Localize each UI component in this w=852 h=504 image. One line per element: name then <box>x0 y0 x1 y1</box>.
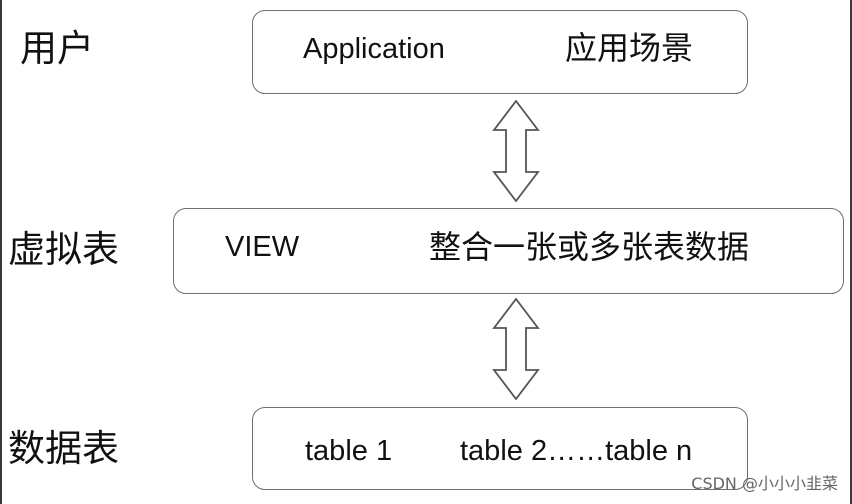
view-description-text: 整合一张或多张表数据 <box>429 228 750 266</box>
table-1-text: table 1 <box>305 435 393 467</box>
application-scene-text: 应用场景 <box>565 29 694 67</box>
application-layer-box: Application 应用场景 <box>252 10 748 94</box>
layer-label-data-table: 数据表 <box>8 427 119 470</box>
watermark-text: CSDN @小小小韭菜 <box>691 474 838 493</box>
application-text: Application <box>303 33 445 65</box>
table-range-text: table 2……table n <box>460 435 693 467</box>
layer-label-virtual-table: 虚拟表 <box>8 228 119 271</box>
left-frame-line <box>0 0 2 504</box>
layer-label-user: 用户 <box>20 27 94 70</box>
data-table-layer-box: table 1 table 2……table n <box>252 407 748 490</box>
right-frame-line <box>850 0 852 504</box>
bidirectional-arrow-bottom <box>492 298 540 400</box>
bidirectional-arrow-top <box>492 100 540 202</box>
view-layer-box: VIEW 整合一张或多张表数据 <box>173 208 844 294</box>
view-text: VIEW <box>225 231 300 263</box>
